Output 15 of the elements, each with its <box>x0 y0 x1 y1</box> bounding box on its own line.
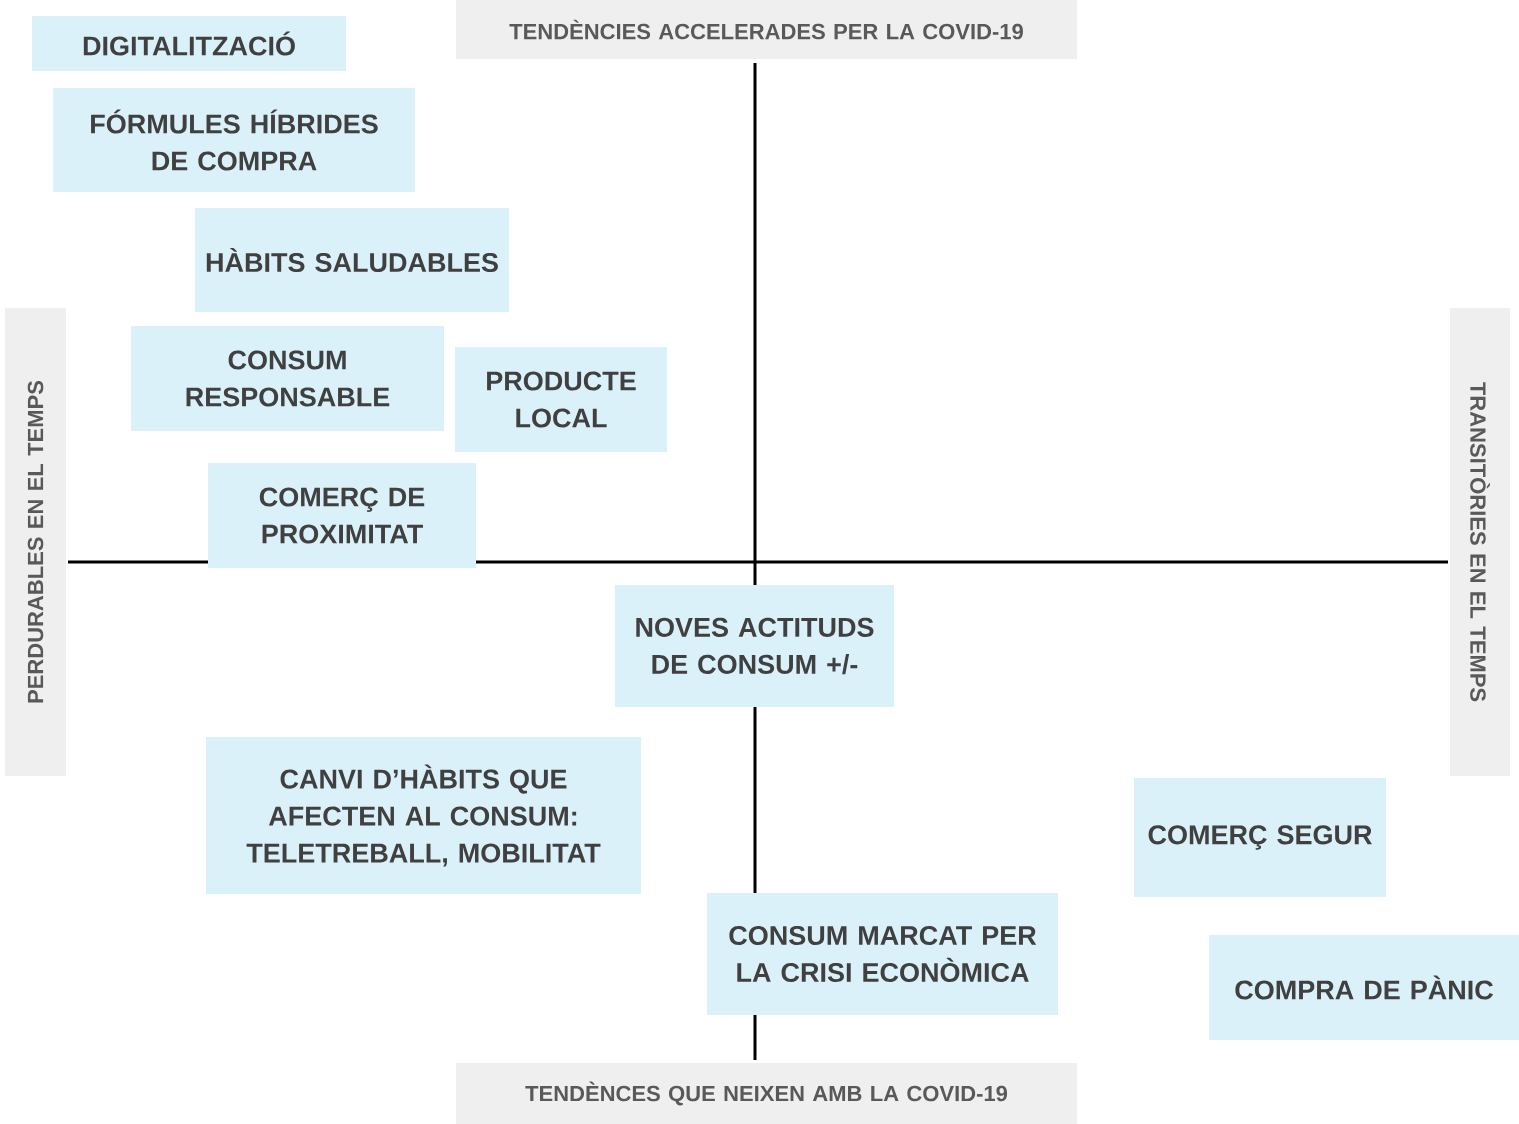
trend-box: NOVES ACTITUDS DE CONSUM +/- <box>615 585 894 707</box>
axis-label: TENDÈNCES QUE NEIXEN AMB LA COVID-19 <box>456 1063 1077 1124</box>
trend-box: COMPRA DE PÀNIC <box>1209 935 1519 1040</box>
trend-box: CANVI D’HÀBITS QUE AFECTEN AL CONSUM: TELETREBALL, MOBILITAT <box>206 737 641 894</box>
trend-box: CONSUM RESPONSABLE <box>131 326 444 431</box>
trend-box: HÀBITS SALUDABLES <box>195 208 509 312</box>
trend-box: FÓRMULES HÍBRIDES DE COMPRA <box>53 88 415 192</box>
trend-box: PRODUCTE LOCAL <box>455 347 667 452</box>
axis-label: TRANSITÒRIES EN EL TEMPS <box>1450 308 1510 776</box>
trend-box: COMERÇ SEGUR <box>1134 778 1386 897</box>
axis-label: TENDÈNCIES ACCELERADES PER LA COVID-19 <box>456 0 1077 59</box>
trend-box: DIGITALITZACIÓ <box>32 16 346 71</box>
trend-box: CONSUM MARCAT PER LA CRISI ECONÒMICA <box>707 893 1058 1015</box>
axis-label: PERDURABLES EN EL TEMPS <box>5 308 66 776</box>
trend-box: COMERÇ DE PROXIMITAT <box>208 463 476 568</box>
